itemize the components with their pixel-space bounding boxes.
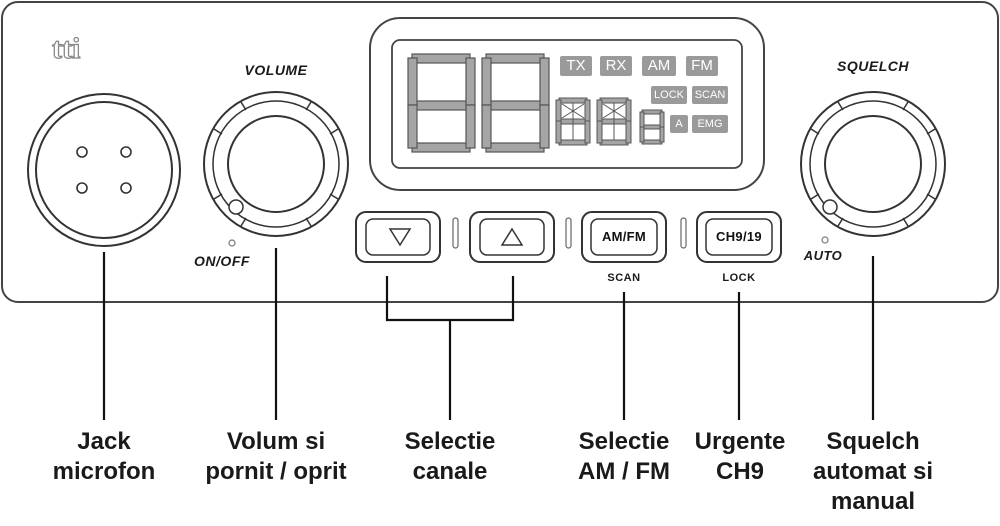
callout-squelch-line1: Squelch	[826, 428, 920, 455]
separator	[680, 217, 687, 249]
microphone-jack[interactable]	[27, 93, 181, 247]
tx-indicator: TX	[560, 56, 592, 76]
lock-indicator: LOCK	[651, 86, 687, 104]
callout-lines	[102, 248, 875, 420]
auto-led	[821, 236, 829, 244]
channel-down-button[interactable]	[355, 211, 441, 263]
channel-up-button[interactable]	[469, 211, 555, 263]
fm-indicator: FM	[686, 56, 718, 76]
ch9-19-button[interactable]: CH9/19	[716, 229, 762, 244]
digit-1	[407, 53, 476, 153]
callout-squelch: Squelch automat si manual	[803, 427, 943, 517]
callout-amfm-line2: AM / FM	[578, 458, 670, 485]
brand-logo: tti	[52, 32, 80, 65]
volume-indicator-dot	[228, 199, 244, 215]
up-arrow-icon	[500, 227, 524, 246]
squelch-indicator-dot	[822, 199, 838, 215]
separator	[565, 217, 572, 249]
callout-urgent-line1: Urgente	[694, 428, 786, 455]
squelch-label: SQUELCH	[837, 58, 909, 74]
callout-urgent-line2: CH9	[715, 458, 764, 485]
power-led	[228, 239, 236, 247]
jack-pin	[120, 146, 132, 158]
jack-pin	[76, 182, 88, 194]
channel-digits	[407, 53, 550, 153]
emg-indicator: EMG	[692, 115, 728, 133]
scan-indicator: SCAN	[692, 86, 728, 104]
callout-channels: Selectie canale	[385, 427, 515, 487]
digit-2	[481, 53, 550, 153]
callout-amfm: Selectie AM / FM	[560, 427, 688, 487]
callout-urgent: Urgente CH9	[690, 427, 790, 487]
callout-jack-line2: microfon	[52, 458, 156, 485]
am-fm-button-frame	[581, 211, 667, 263]
callout-squelch-line3: manual	[830, 488, 916, 515]
callout-jack: Jack microfon	[34, 427, 174, 487]
callout-volume-line1: Volum si	[226, 428, 326, 455]
squelch-knob[interactable]	[800, 91, 946, 237]
a-indicator: A	[670, 115, 688, 133]
auto-label: AUTO	[803, 248, 843, 263]
callout-jack-line1: Jack	[77, 428, 131, 455]
ch9-19-button-frame	[696, 211, 782, 263]
jack-pin	[76, 146, 88, 158]
volume-label: VOLUME	[244, 62, 308, 78]
callout-amfm-line1: Selectie	[578, 428, 670, 455]
callout-channels-line1: Selectie	[404, 428, 496, 455]
jack-pin	[120, 182, 132, 194]
on-off-label: ON/OFF	[194, 253, 250, 269]
lock-label: LOCK	[722, 272, 756, 284]
callout-channels-line2: canale	[412, 458, 488, 485]
rx-indicator: RX	[600, 56, 632, 76]
down-arrow-icon	[388, 228, 412, 247]
am-fm-button[interactable]: AM/FM	[601, 229, 647, 244]
scan-label: SCAN	[607, 272, 641, 284]
callout-squelch-line2: automat si	[812, 458, 934, 485]
callout-volume-line2: pornit / oprit	[205, 458, 347, 485]
callout-volume: Volum si pornit / oprit	[186, 427, 366, 487]
volume-knob[interactable]	[203, 91, 349, 237]
frequency-digits	[555, 97, 665, 146]
am-indicator: AM	[642, 56, 676, 76]
separator	[452, 217, 459, 249]
